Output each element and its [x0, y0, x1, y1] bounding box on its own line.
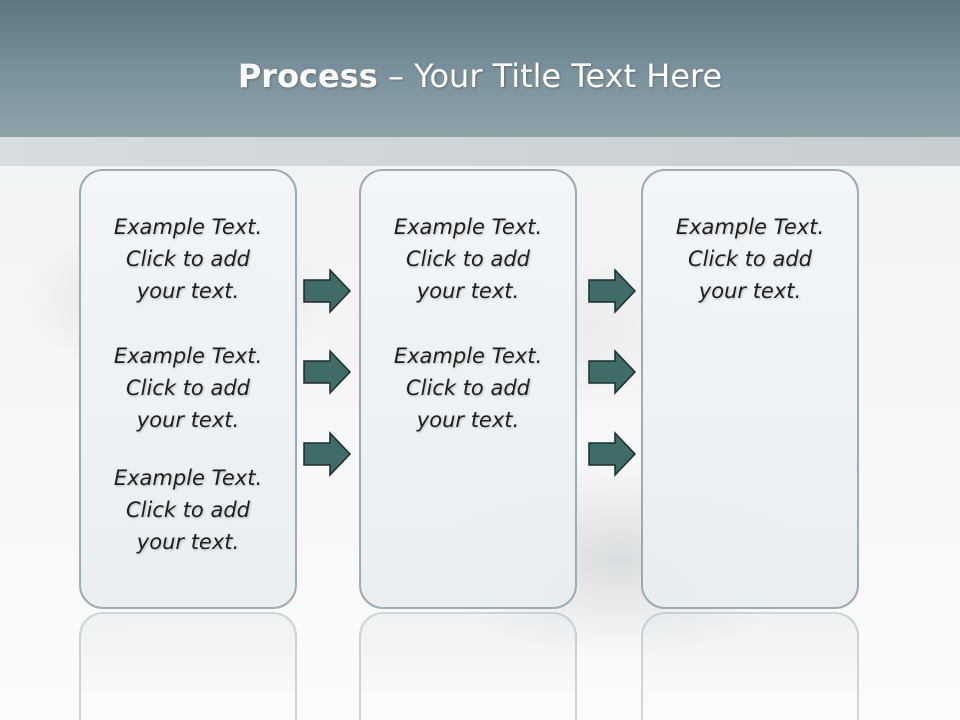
text-line: Click to add — [687, 247, 812, 271]
text-line: your text. — [136, 530, 240, 554]
right-arrow-icon — [588, 431, 637, 477]
text-line: Click to add — [125, 498, 250, 522]
placeholder-text[interactable]: Example Text. Click to add your text. — [359, 340, 577, 436]
title-bold: Process — [237, 57, 378, 95]
text-line: your text. — [416, 279, 520, 303]
right-arrow-icon — [588, 349, 637, 395]
title-bar — [0, 0, 960, 137]
placeholder-text[interactable]: Example Text. Click to add your text. — [79, 340, 297, 436]
right-arrow-icon — [303, 349, 352, 395]
placeholder-text[interactable]: Example Text. Click to add your text. — [359, 211, 577, 307]
title-rest: – Your Title Text Here — [377, 57, 723, 95]
right-arrow-icon — [303, 268, 352, 314]
process-box-3[interactable] — [641, 169, 859, 609]
box-reflection — [79, 612, 297, 720]
box-reflection — [641, 612, 859, 720]
text-line: your text. — [136, 279, 240, 303]
text-line: Click to add — [405, 376, 530, 400]
text-line: your text. — [416, 408, 520, 432]
right-arrow-icon — [303, 431, 352, 477]
placeholder-text[interactable]: Example Text. Click to add your text. — [641, 211, 859, 307]
placeholder-text[interactable]: Example Text. Click to add your text. — [79, 462, 297, 558]
text-line: Example Text. — [393, 344, 543, 368]
text-line: your text. — [698, 279, 802, 303]
text-line: Example Text. — [113, 466, 263, 490]
placeholder-text[interactable]: Example Text. Click to add your text. — [79, 211, 297, 307]
text-line: your text. — [136, 408, 240, 432]
right-arrow-icon — [588, 268, 637, 314]
accent-strip — [0, 137, 960, 166]
text-line: Click to add — [405, 247, 530, 271]
text-line: Example Text. — [113, 344, 263, 368]
text-line: Example Text. — [113, 215, 263, 239]
process-box-2[interactable] — [359, 169, 577, 609]
text-line: Example Text. — [675, 215, 825, 239]
process-box-1[interactable] — [79, 169, 297, 609]
text-line: Click to add — [125, 376, 250, 400]
text-line: Click to add — [125, 247, 250, 271]
box-reflection — [359, 612, 577, 720]
slide-title[interactable]: Process – Your Title Text Here — [0, 52, 960, 100]
text-line: Example Text. — [393, 215, 543, 239]
